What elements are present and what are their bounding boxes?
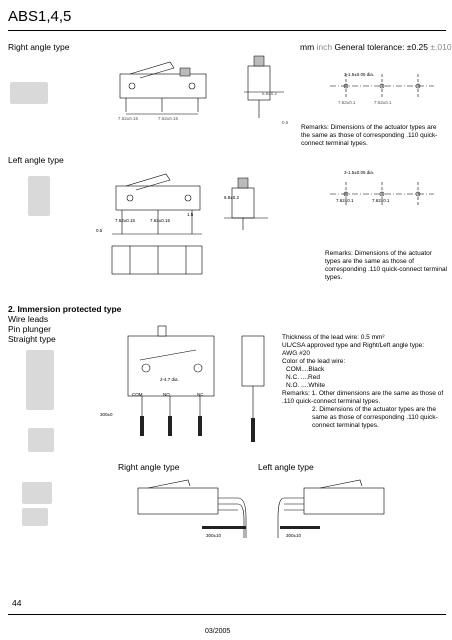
product-photo-right (10, 82, 48, 104)
dim-left-side: 6.8±0.2 (224, 195, 239, 200)
dim-side: 6.8±0.2 (262, 91, 277, 96)
dim-left-b: 7.62±0.15 (150, 218, 170, 223)
remark-1: Remarks: 1. Other dimensions are the sam… (282, 390, 444, 405)
immersion-left-angle-drawing (277, 479, 385, 538)
immersion-line1: Wire leads (8, 314, 49, 324)
immersion-line3: Straight type (8, 334, 56, 344)
page-title: ABS1,4,5 (8, 8, 72, 25)
spec-line-6: N.O. ....White (286, 382, 326, 389)
left-angle-front-drawing (111, 173, 203, 275)
dim-lead-a: 7.62±0.15 (118, 116, 138, 121)
dim-pitch-a-left: 7.62±0.1 (336, 198, 354, 203)
footer-date: 03/2005 (205, 628, 231, 635)
product-photo-left (28, 176, 50, 216)
left-angle-side-drawing (224, 177, 268, 230)
label-com: COM (132, 392, 143, 397)
page-number: 44 (12, 598, 22, 608)
label-nc: NC (197, 392, 204, 397)
left-angle-heading: Left angle type (8, 155, 64, 165)
immersion-right-angle-label: Right angle type (118, 462, 180, 472)
label-no: NO (163, 392, 170, 397)
remark-2: 2. Dimensions of the actuator types are … (312, 406, 438, 429)
immersion-right-angle-drawing (137, 479, 247, 538)
title-rule (8, 30, 446, 31)
right-angle-heading: Right angle type (8, 42, 70, 52)
dim-t: 0.5 (282, 120, 289, 125)
right-angle-side-drawing (244, 55, 284, 118)
dim-left-h1: 0.5 (96, 228, 103, 233)
remarks-left: Remarks: Dimensions of the actuator type… (325, 250, 448, 281)
dim-hole-right: 3-1.5±0.05 dia. (344, 72, 374, 77)
spec-line-3: Color of the lead wire: (282, 358, 346, 365)
units-note: mm inch General tolerance: ±0.25 ±.010 (300, 42, 452, 52)
immersion-line2: Pin plunger (8, 324, 52, 334)
immersion-front-drawing (127, 325, 215, 436)
spec-line-4: COM....Black (286, 366, 325, 373)
dim-hole-left: 3-1.5±0.05 dia. (344, 170, 374, 175)
product-photo-immersion-c (22, 482, 52, 504)
dim-pitch-a-right: 7.62±0.1 (338, 100, 356, 105)
immersion-heading: 2. Immersion protected type (8, 304, 122, 314)
right-angle-hole-pattern (330, 74, 434, 98)
immersion-spec: Thickness of the lead wire: 0.5 mm² UL/C… (282, 334, 447, 430)
spec-line-0: Thickness of the lead wire: 0.5 mm² (282, 334, 385, 341)
dim-hole-immersion: 2-4.7 dia. (160, 377, 179, 382)
footer-rule (8, 614, 446, 615)
product-photo-immersion-b (28, 428, 54, 452)
dim-left-a: 7.62±0.15 (115, 218, 135, 223)
dim-lead-b: 7.62±0.15 (158, 116, 178, 121)
spec-line-2: AWG #20 (282, 350, 310, 357)
dim-wire-length: 300±0 (100, 412, 113, 417)
immersion-side-drawing (241, 335, 265, 442)
dim-left-angle-wire: 300±10 (286, 533, 301, 538)
dim-pitch-b-right: 7.62±0.1 (374, 100, 392, 105)
product-photo-immersion-a (26, 350, 54, 410)
remarks-right: Remarks: Dimensions of the actuator type… (301, 124, 438, 147)
right-angle-front-drawing (119, 61, 207, 115)
spec-line-1: UL/CSA approved type and Right/Left angl… (282, 342, 425, 349)
left-angle-hole-pattern (330, 182, 434, 206)
product-photo-immersion-d (22, 508, 48, 526)
dim-right-angle-wire: 300±10 (206, 533, 221, 538)
dim-left-h2: 1.5 (187, 212, 194, 217)
immersion-left-angle-label: Left angle type (258, 462, 314, 472)
dim-pitch-b-left: 7.62±0.1 (372, 198, 390, 203)
spec-line-5: N.C. ....Red (286, 374, 320, 381)
